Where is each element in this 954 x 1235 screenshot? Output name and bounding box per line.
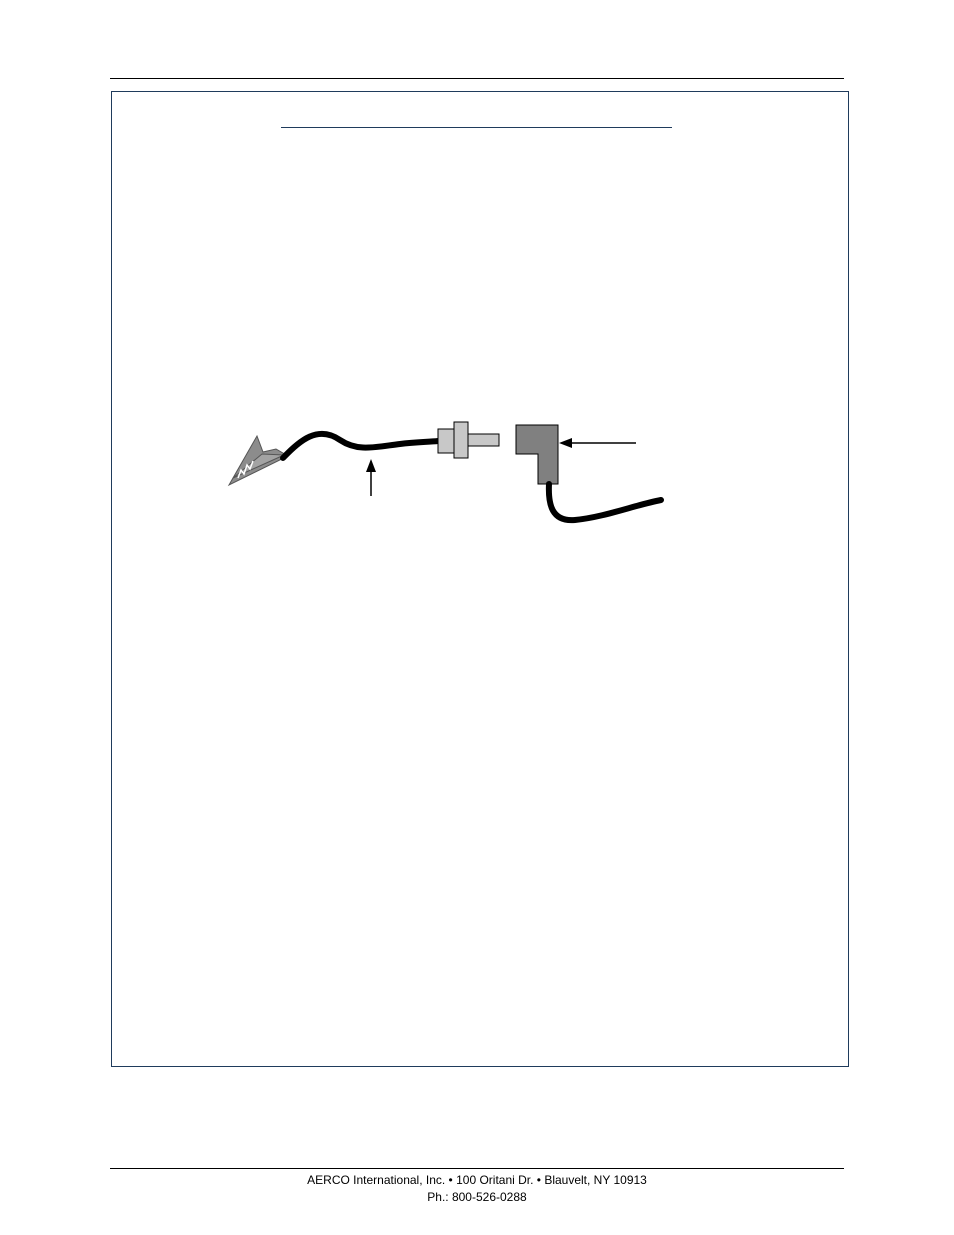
content-frame [111, 91, 849, 1067]
header-rule [110, 78, 844, 79]
title-underline [281, 127, 672, 128]
footer-phone: Ph.: 800-526-0288 [427, 1190, 527, 1204]
footer-rule [110, 1168, 844, 1169]
footer-address: AERCO International, Inc. • 100 Oritani … [307, 1173, 647, 1187]
page-footer: AERCO International, Inc. • 100 Oritani … [110, 1172, 844, 1206]
